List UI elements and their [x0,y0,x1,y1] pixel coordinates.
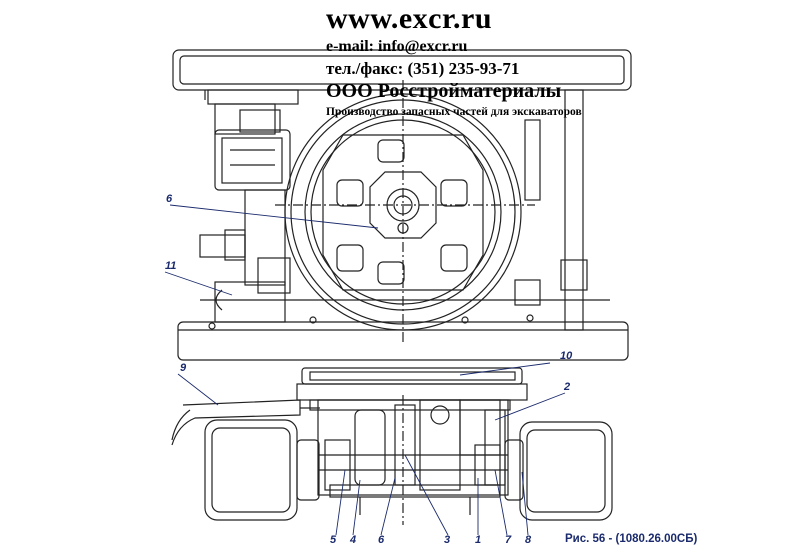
leader-lines [164,204,566,536]
right-tire [504,421,613,521]
callout-10: 10 [560,350,573,362]
company-name: ООО Росстройматериалы [326,80,562,102]
left-tire [204,419,320,521]
figure-caption: Рис. 56 - (1080.26.00СБ) [565,533,698,545]
callout-2: 2 [564,381,571,393]
right-post [514,89,588,331]
left-arm [171,399,320,446]
lower-top-bar [296,367,528,411]
top-frame [172,49,632,135]
callout-8: 8 [525,534,532,546]
base-plate [177,299,629,361]
callout-6-bottom: 6 [378,534,385,546]
contact-phone: тел./факс: (351) 235-93-71 [326,59,520,78]
callout-11: 11 [165,260,177,272]
callout-9: 9 [180,362,187,374]
callout-4: 4 [350,534,357,546]
callout-5: 5 [330,534,337,546]
callout-7: 7 [505,534,512,546]
central-housing [317,395,509,525]
callout-3: 3 [444,534,451,546]
left-gearbox [199,109,291,323]
callout-6-top: 6 [166,193,173,205]
company-tagline: Производство запасных частей для экскава… [326,106,582,118]
website-url: www.excr.ru [326,2,493,35]
contact-email: e-mail: info@excr.ru [326,38,468,55]
callout-1: 1 [475,534,482,546]
main-drum [275,80,535,345]
